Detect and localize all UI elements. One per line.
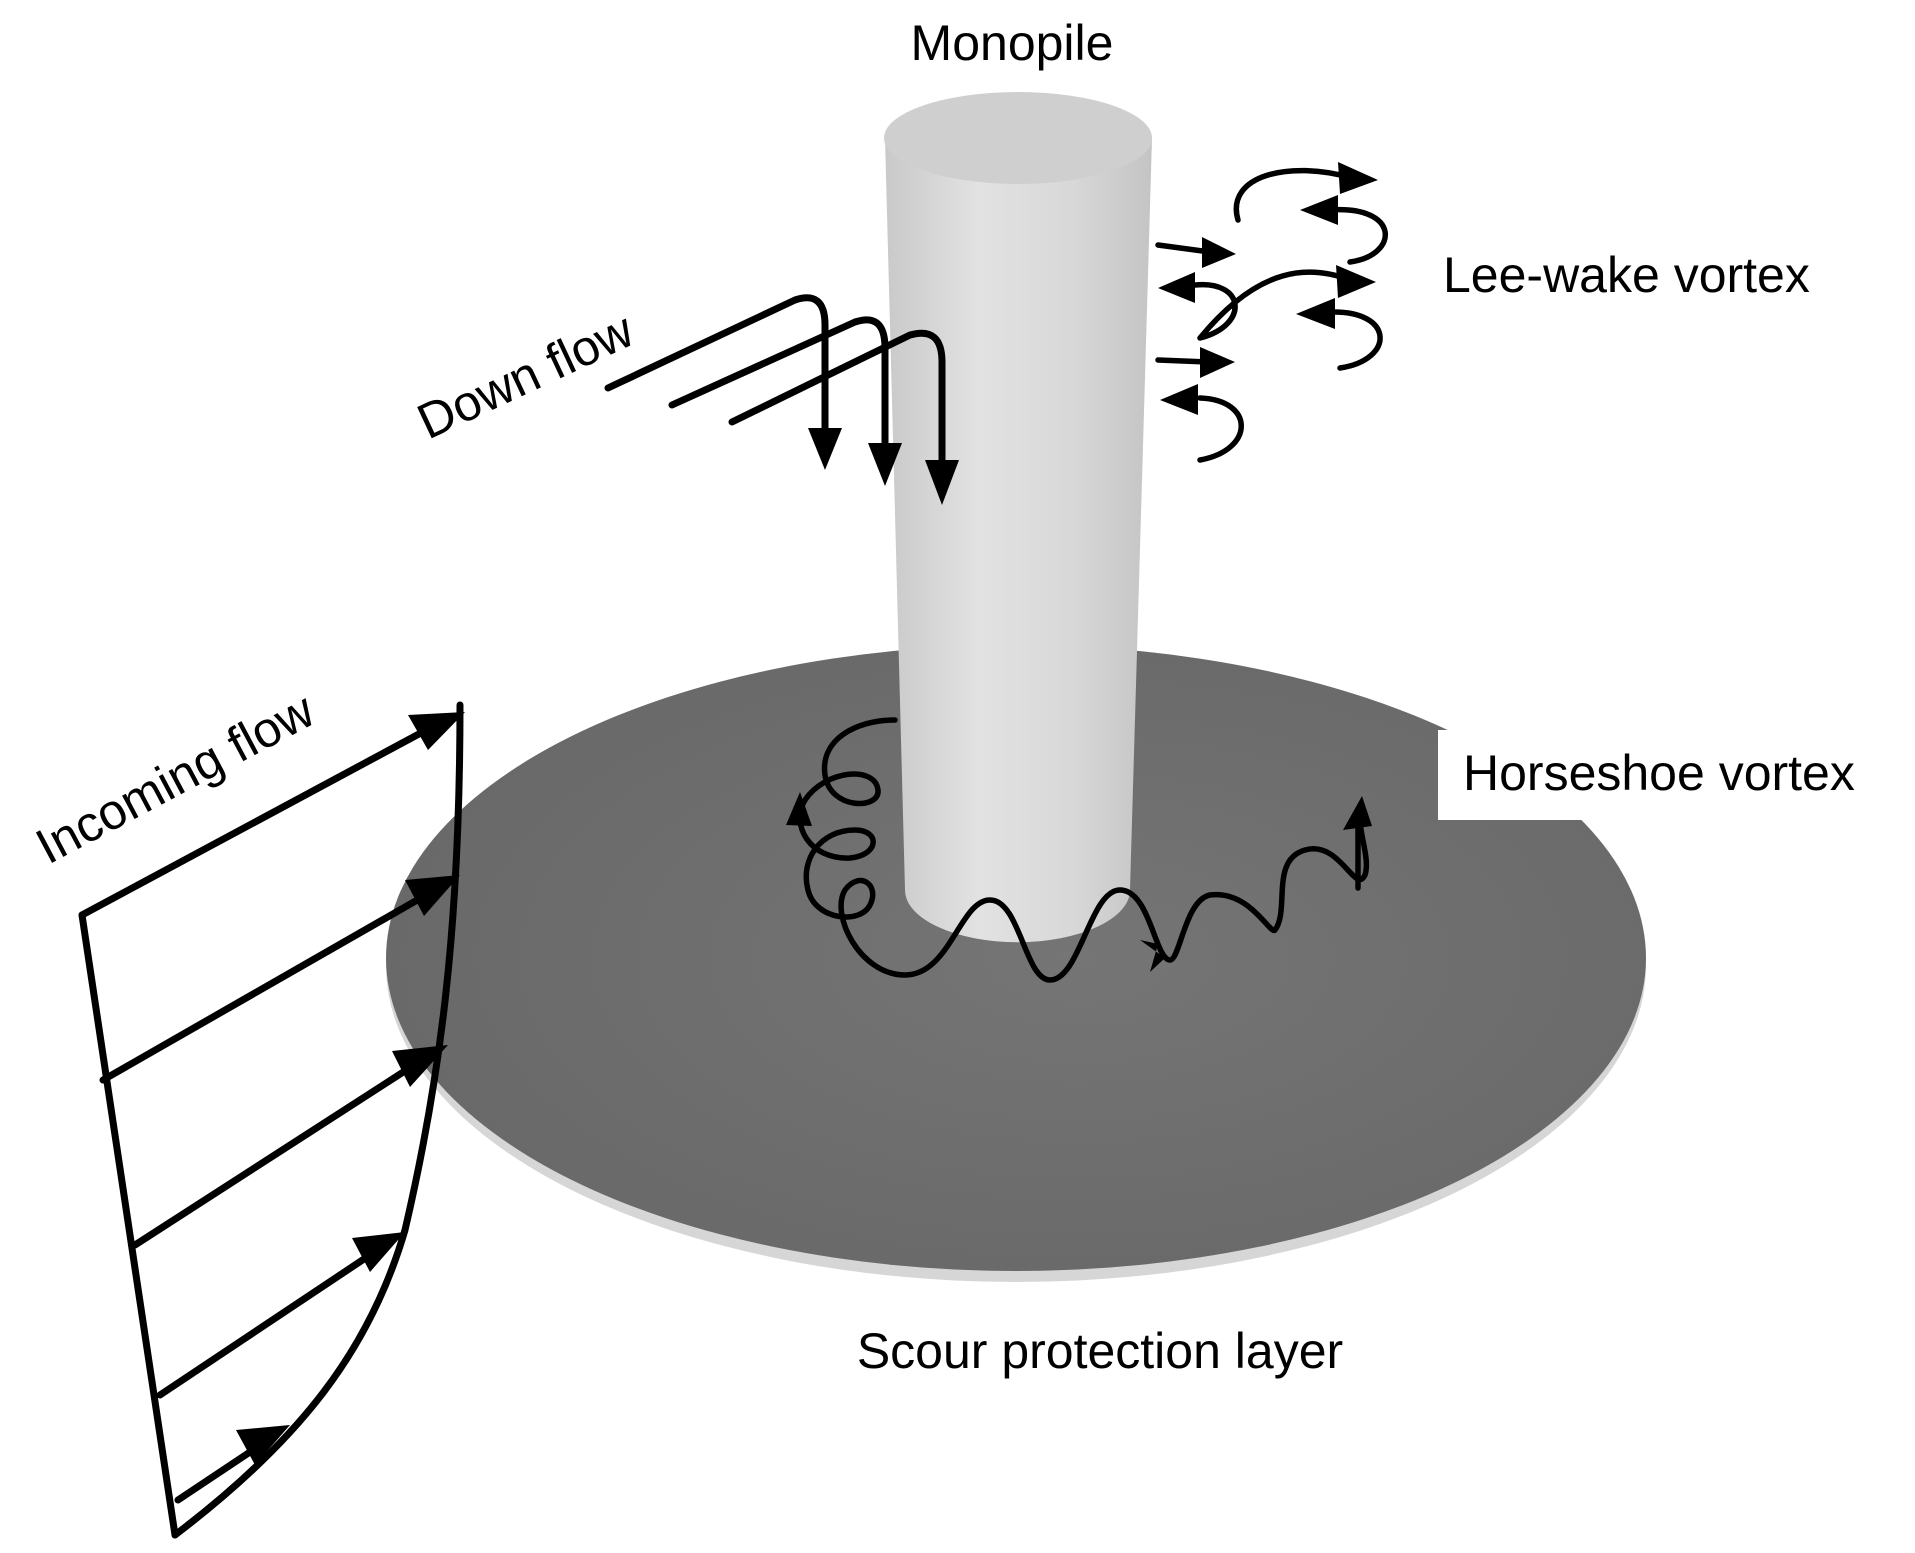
horseshoe-arrowhead-end — [1343, 796, 1372, 830]
incoming-flow-vector-2 — [99, 883, 444, 1084]
incoming-flow-arrowhead-4 — [352, 1232, 405, 1272]
down-flow-arrow-2 — [668, 316, 889, 449]
lee-wake-arrowhead-2 — [1300, 195, 1338, 225]
horseshoe-vortex — [786, 717, 1372, 983]
lee-wake-curl-2 — [1327, 206, 1388, 265]
lee-wake-curl-5 — [1327, 309, 1383, 371]
monopile-body — [885, 138, 1152, 943]
incoming-flow-arrowhead-2 — [405, 875, 460, 916]
down-flow-arrowhead-1 — [808, 428, 842, 470]
lee-wake-arrowhead-5 — [1158, 272, 1195, 303]
incoming-flow-vector-1 — [78, 716, 449, 919]
lee-wake-curl-7 — [1197, 395, 1244, 463]
down-flow-arrowhead-2 — [868, 443, 902, 486]
incoming-flow-arrowhead-1 — [408, 712, 465, 750]
scour-protection-layer — [386, 645, 1878, 1282]
lee-wake-vortex — [1155, 162, 1388, 463]
horseshoe-arrowhead-mid — [1140, 940, 1165, 972]
down-flow-arrows — [604, 294, 959, 505]
monopile-label: Monopile — [911, 15, 1114, 71]
incoming-flow-arrowhead-3 — [392, 1045, 448, 1087]
horseshoe-vortex-label: Horseshoe vortex — [1463, 745, 1855, 801]
lee-wake-curl-6 — [1155, 357, 1211, 365]
horseshoe-arrowhead-start — [786, 792, 812, 826]
incoming-flow-baseline — [78, 911, 179, 1539]
horseshoe-label-backdrop — [1438, 730, 1878, 820]
incoming-flow-vector-4 — [156, 1241, 389, 1399]
down-flow-label: Down flow — [409, 301, 643, 450]
lee-wake-arrowhead-1 — [1338, 162, 1378, 194]
lee-wake-arrowhead-7 — [1200, 347, 1235, 378]
incoming-flow-arrowhead-5 — [236, 1425, 290, 1465]
down-flow-arrow-1 — [604, 294, 829, 434]
lee-wake-curl-1 — [1233, 167, 1355, 223]
scour-protection-layer-label: Scour protection layer — [857, 1323, 1343, 1379]
incoming-flow-profile — [78, 701, 465, 1539]
lee-wake-arrowhead-6 — [1296, 298, 1335, 329]
lee-wake-arrowhead-8 — [1160, 384, 1198, 415]
lee-wake-vortex-label: Lee-wake vortex — [1443, 247, 1810, 303]
horseshoe-vortex-spiral — [797, 717, 1370, 983]
scour-disk — [386, 645, 1646, 1271]
lee-wake-curl-4 — [1192, 269, 1353, 341]
monopile — [884, 92, 1152, 943]
lee-wake-arrowhead-4 — [1336, 265, 1376, 298]
down-flow-arrowhead-3 — [925, 460, 959, 505]
down-flow-arrow-3 — [728, 329, 946, 466]
incoming-flow-vector-3 — [131, 1054, 429, 1249]
monopile-top — [884, 92, 1152, 184]
lee-wake-curl-3 — [1155, 242, 1213, 255]
lee-wake-arrowhead-3 — [1202, 237, 1236, 268]
incoming-flow-envelope — [171, 701, 464, 1539]
incoming-flow-label: Incoming flow — [27, 681, 324, 874]
